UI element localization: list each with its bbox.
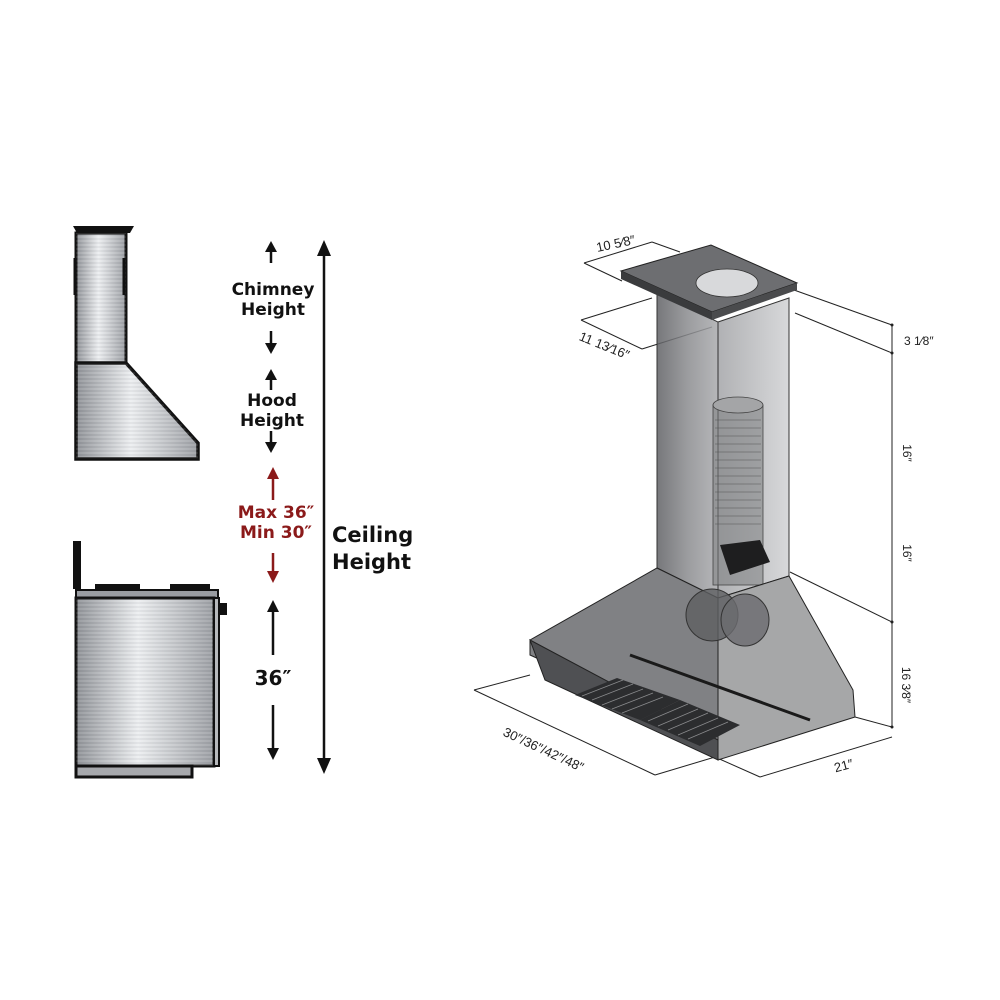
ceiling-label-line1: Ceiling xyxy=(332,523,414,547)
dim-upper-chimney: 16″ xyxy=(899,444,914,462)
hood-height-arrows xyxy=(265,369,277,453)
hood-body xyxy=(529,567,856,761)
clearance-max: Max 36″ xyxy=(237,503,315,523)
chimney-height-arrows xyxy=(265,241,277,354)
chimney-top-cap xyxy=(619,244,799,320)
chimney-height-label: Chimney Height xyxy=(222,280,324,320)
clearance-label: Max 36″ Min 30″ xyxy=(226,503,326,543)
hood-label-line1: Hood xyxy=(247,391,297,411)
counter-height-label: 36″ xyxy=(254,666,292,690)
hood-height-label: Hood Height xyxy=(222,391,322,431)
ceiling-label-line2: Height xyxy=(332,550,412,574)
hood-profile-icon xyxy=(73,226,200,461)
dim-hood-height: 16 3⁄8″ xyxy=(899,666,914,704)
range-profile-icon xyxy=(73,541,227,779)
dim-cap-height: 3 1⁄8″ xyxy=(904,334,934,348)
chimney-column xyxy=(656,291,790,599)
clearance-min: Min 30″ xyxy=(239,523,313,543)
dimension-ticks xyxy=(890,323,894,729)
ceiling-height-arrow xyxy=(317,240,331,774)
dimension-lines xyxy=(473,241,893,778)
chimney-label-line1: Chimney xyxy=(231,280,315,300)
dim-lower-chimney: 16″ xyxy=(899,544,914,562)
chimney-label-line2: Height xyxy=(241,300,305,320)
clearance-arrows xyxy=(267,467,279,583)
hood-label-line2: Height xyxy=(240,411,304,431)
counter-height-arrows xyxy=(267,600,279,760)
ceiling-height-label: Ceiling Height xyxy=(332,522,422,576)
